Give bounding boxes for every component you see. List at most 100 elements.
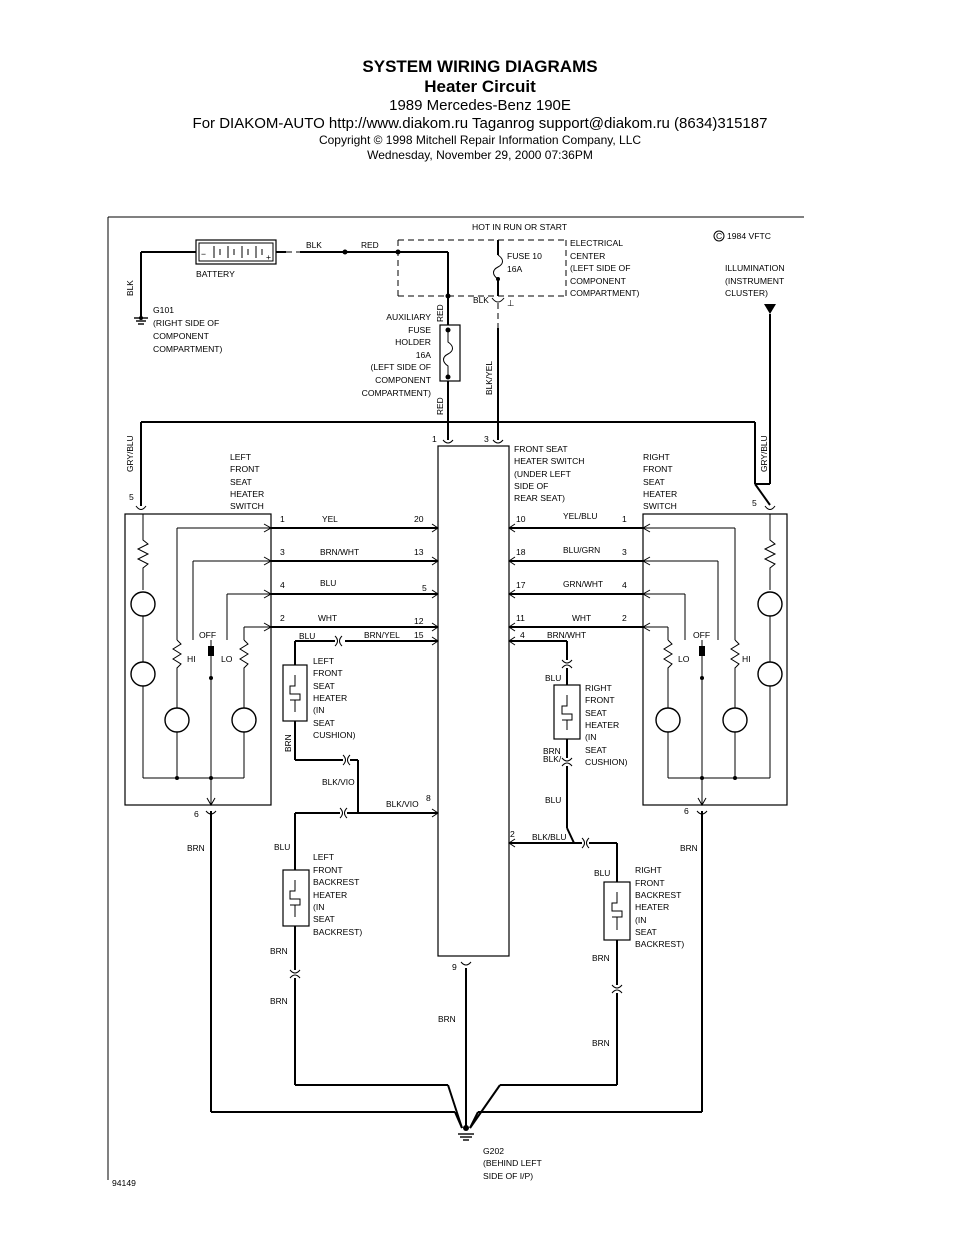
indicator-lamp-icon — [130, 661, 156, 687]
wire-label-yel-blu: YEL/BLU — [563, 511, 597, 521]
svg-text:SEAT: SEAT — [635, 927, 658, 937]
svg-text:17: 17 — [516, 580, 526, 590]
wire-label-brn-yel: BRN/YEL — [364, 630, 400, 640]
svg-text:LEFT: LEFT — [313, 656, 335, 666]
wire-label-brn-wht-left: BRN/WHT — [320, 547, 359, 557]
svg-text:5: 5 — [422, 583, 427, 593]
svg-text:ELECTRICAL: ELECTRICAL — [570, 238, 623, 248]
date-line: Wednesday, November 29, 2000 07:36PM — [367, 148, 593, 162]
indicator-lamp-icon — [757, 661, 783, 687]
svg-text:RIGHT: RIGHT — [643, 452, 670, 462]
svg-text:SWITCH: SWITCH — [643, 501, 677, 511]
indicator-lamp-icon — [655, 707, 681, 733]
svg-text:11: 11 — [516, 613, 525, 623]
svg-text:HEATER: HEATER — [313, 890, 347, 900]
svg-text:(UNDER LEFT: (UNDER LEFT — [514, 469, 572, 479]
svg-text:COMPONENT: COMPONENT — [570, 276, 627, 286]
svg-text:FRONT: FRONT — [643, 464, 673, 474]
circuit-title: Heater Circuit — [424, 77, 536, 96]
svg-text:1: 1 — [622, 514, 627, 524]
vehicle-line: 1989 Mercedes-Benz 190E — [389, 97, 571, 114]
svg-text:(IN: (IN — [635, 915, 646, 925]
right-switch-wires: 10 18 17 11 1 3 4 2 YEL/BLU BLU/GRN GRN/… — [508, 511, 643, 685]
wire-label-gry-blu-right: GRY/BLU — [759, 435, 769, 472]
svg-text:6: 6 — [194, 809, 199, 819]
wire-label-blu-split: BLU — [545, 795, 561, 805]
svg-text:COMPARTMENT): COMPARTMENT) — [570, 288, 640, 298]
wire-label-yel: YEL — [322, 514, 338, 524]
left-switch-wires: 1 3 4 2 20 13 5 12 YEL BRN/WHT BLU WHT B… — [271, 514, 439, 665]
hot-in-run-label: HOT IN RUN OR START — [472, 222, 568, 232]
svg-text:(IN: (IN — [313, 705, 324, 715]
svg-text:CUSHION): CUSHION) — [585, 757, 628, 767]
wire-label-brn-seat-right: BRN — [543, 746, 561, 756]
wire-label-brn-seat-left: BRN — [283, 734, 293, 752]
svg-text:HOLDER: HOLDER — [395, 337, 431, 347]
svg-text:(RIGHT SIDE OF: (RIGHT SIDE OF — [153, 318, 219, 328]
svg-text:12: 12 — [414, 616, 424, 626]
svg-text:BACKREST): BACKREST) — [635, 939, 684, 949]
svg-text:6: 6 — [684, 806, 689, 816]
svg-text:3: 3 — [280, 547, 285, 557]
svg-text:COMPONENT: COMPONENT — [375, 375, 432, 385]
wire-label-red-upper: RED — [435, 304, 445, 322]
wire-label-blu-backrest-right: BLU — [594, 868, 610, 878]
svg-text:5: 5 — [752, 498, 757, 508]
wire-label-blk-vio-lower: BLK/VIO — [386, 799, 419, 809]
svg-text:ILLUMINATION: ILLUMINATION — [725, 263, 785, 273]
svg-text:C: C — [716, 231, 722, 241]
svg-text:SIDE OF: SIDE OF — [514, 481, 548, 491]
battery-symbol — [195, 239, 277, 265]
svg-text:HEATER: HEATER — [313, 693, 347, 703]
svg-text:10: 10 — [516, 514, 526, 524]
source-line: For DIAKOM-AUTO http://www.diakom.ru Tag… — [192, 115, 768, 132]
battery-section: − + BATTERY BLK RED BLK — [125, 239, 401, 325]
switch-off-label: OFF — [693, 630, 710, 640]
svg-text:HEATER: HEATER — [643, 489, 677, 499]
switch-off-label: OFF — [199, 630, 216, 640]
gry-blu-bus: GRY/BLU GRY/BLU — [125, 314, 771, 506]
svg-text:−: − — [201, 249, 206, 259]
svg-text:20: 20 — [414, 514, 424, 524]
switch-hi-label: HI — [742, 654, 751, 664]
wire-label-blk-vio-upper: BLK/VIO — [322, 777, 355, 787]
svg-text:(LEFT SIDE OF: (LEFT SIDE OF — [570, 263, 630, 273]
svg-text:(IN: (IN — [313, 902, 324, 912]
svg-text:CLUSTER): CLUSTER) — [725, 288, 768, 298]
indicator-lamp-icon — [231, 707, 257, 733]
wire-label-blk-battery: BLK — [306, 240, 322, 250]
wire-label-brn-center: BRN — [438, 1014, 456, 1024]
svg-text:CENTER: CENTER — [570, 251, 605, 261]
svg-text:1: 1 — [432, 434, 437, 444]
left-front-backrest-heater: BRN BRN LEFT FRONT BACKREST HEATER (IN S… — [270, 852, 362, 1085]
copyright-line: Copyright © 1998 Mitchell Repair Informa… — [318, 133, 642, 147]
indicator-lamp-icon — [130, 591, 156, 617]
wire-label-red-lower: RED — [435, 397, 445, 415]
right-front-seat-heater-switch: 5 RIGHT FRONT SEAT HEATER SWITCH OFF LO — [641, 452, 788, 807]
front-seat-heater-switch: 1 3 FRONT SEAT HEATER SWITCH (UNDER LEFT… — [432, 434, 585, 957]
wire-label-blu-seat-left: BLU — [299, 631, 315, 641]
svg-text:2: 2 — [280, 613, 285, 623]
svg-text:SEAT: SEAT — [313, 718, 336, 728]
svg-text:HEATER: HEATER — [230, 489, 264, 499]
svg-text:1984 VFTC: 1984 VFTC — [727, 231, 771, 241]
svg-text:2: 2 — [622, 613, 627, 623]
svg-text:3: 3 — [484, 434, 489, 444]
svg-text:FRONT: FRONT — [230, 464, 260, 474]
wire-label-blu-grn: BLU/GRN — [563, 545, 600, 555]
page-title: SYSTEM WIRING DIAGRAMS — [362, 57, 598, 76]
wire-label-brn-backrest-right-lower: BRN — [592, 1038, 610, 1048]
svg-text:SEAT: SEAT — [585, 745, 608, 755]
svg-text:SEAT: SEAT — [230, 477, 253, 487]
svg-text:REAR SEAT): REAR SEAT) — [514, 493, 565, 503]
wire-label-blk-fuse: BLK — [473, 295, 489, 305]
svg-text:SEAT: SEAT — [643, 477, 666, 487]
ground-wires: 6 BRN 6 BRN 9 BRN — [187, 806, 708, 1131]
svg-text:4: 4 — [520, 630, 525, 640]
wire-label-blk-yel: BLK/YEL — [484, 361, 494, 395]
right-front-seat-heater: BLU BRN BLK/ BLU RIGHT FRONT SEAT HEATER… — [543, 673, 628, 844]
wire-label-brn-backrest-left-upper: BRN — [270, 946, 288, 956]
svg-text:HEATER: HEATER — [585, 720, 619, 730]
svg-text:2: 2 — [510, 829, 515, 839]
